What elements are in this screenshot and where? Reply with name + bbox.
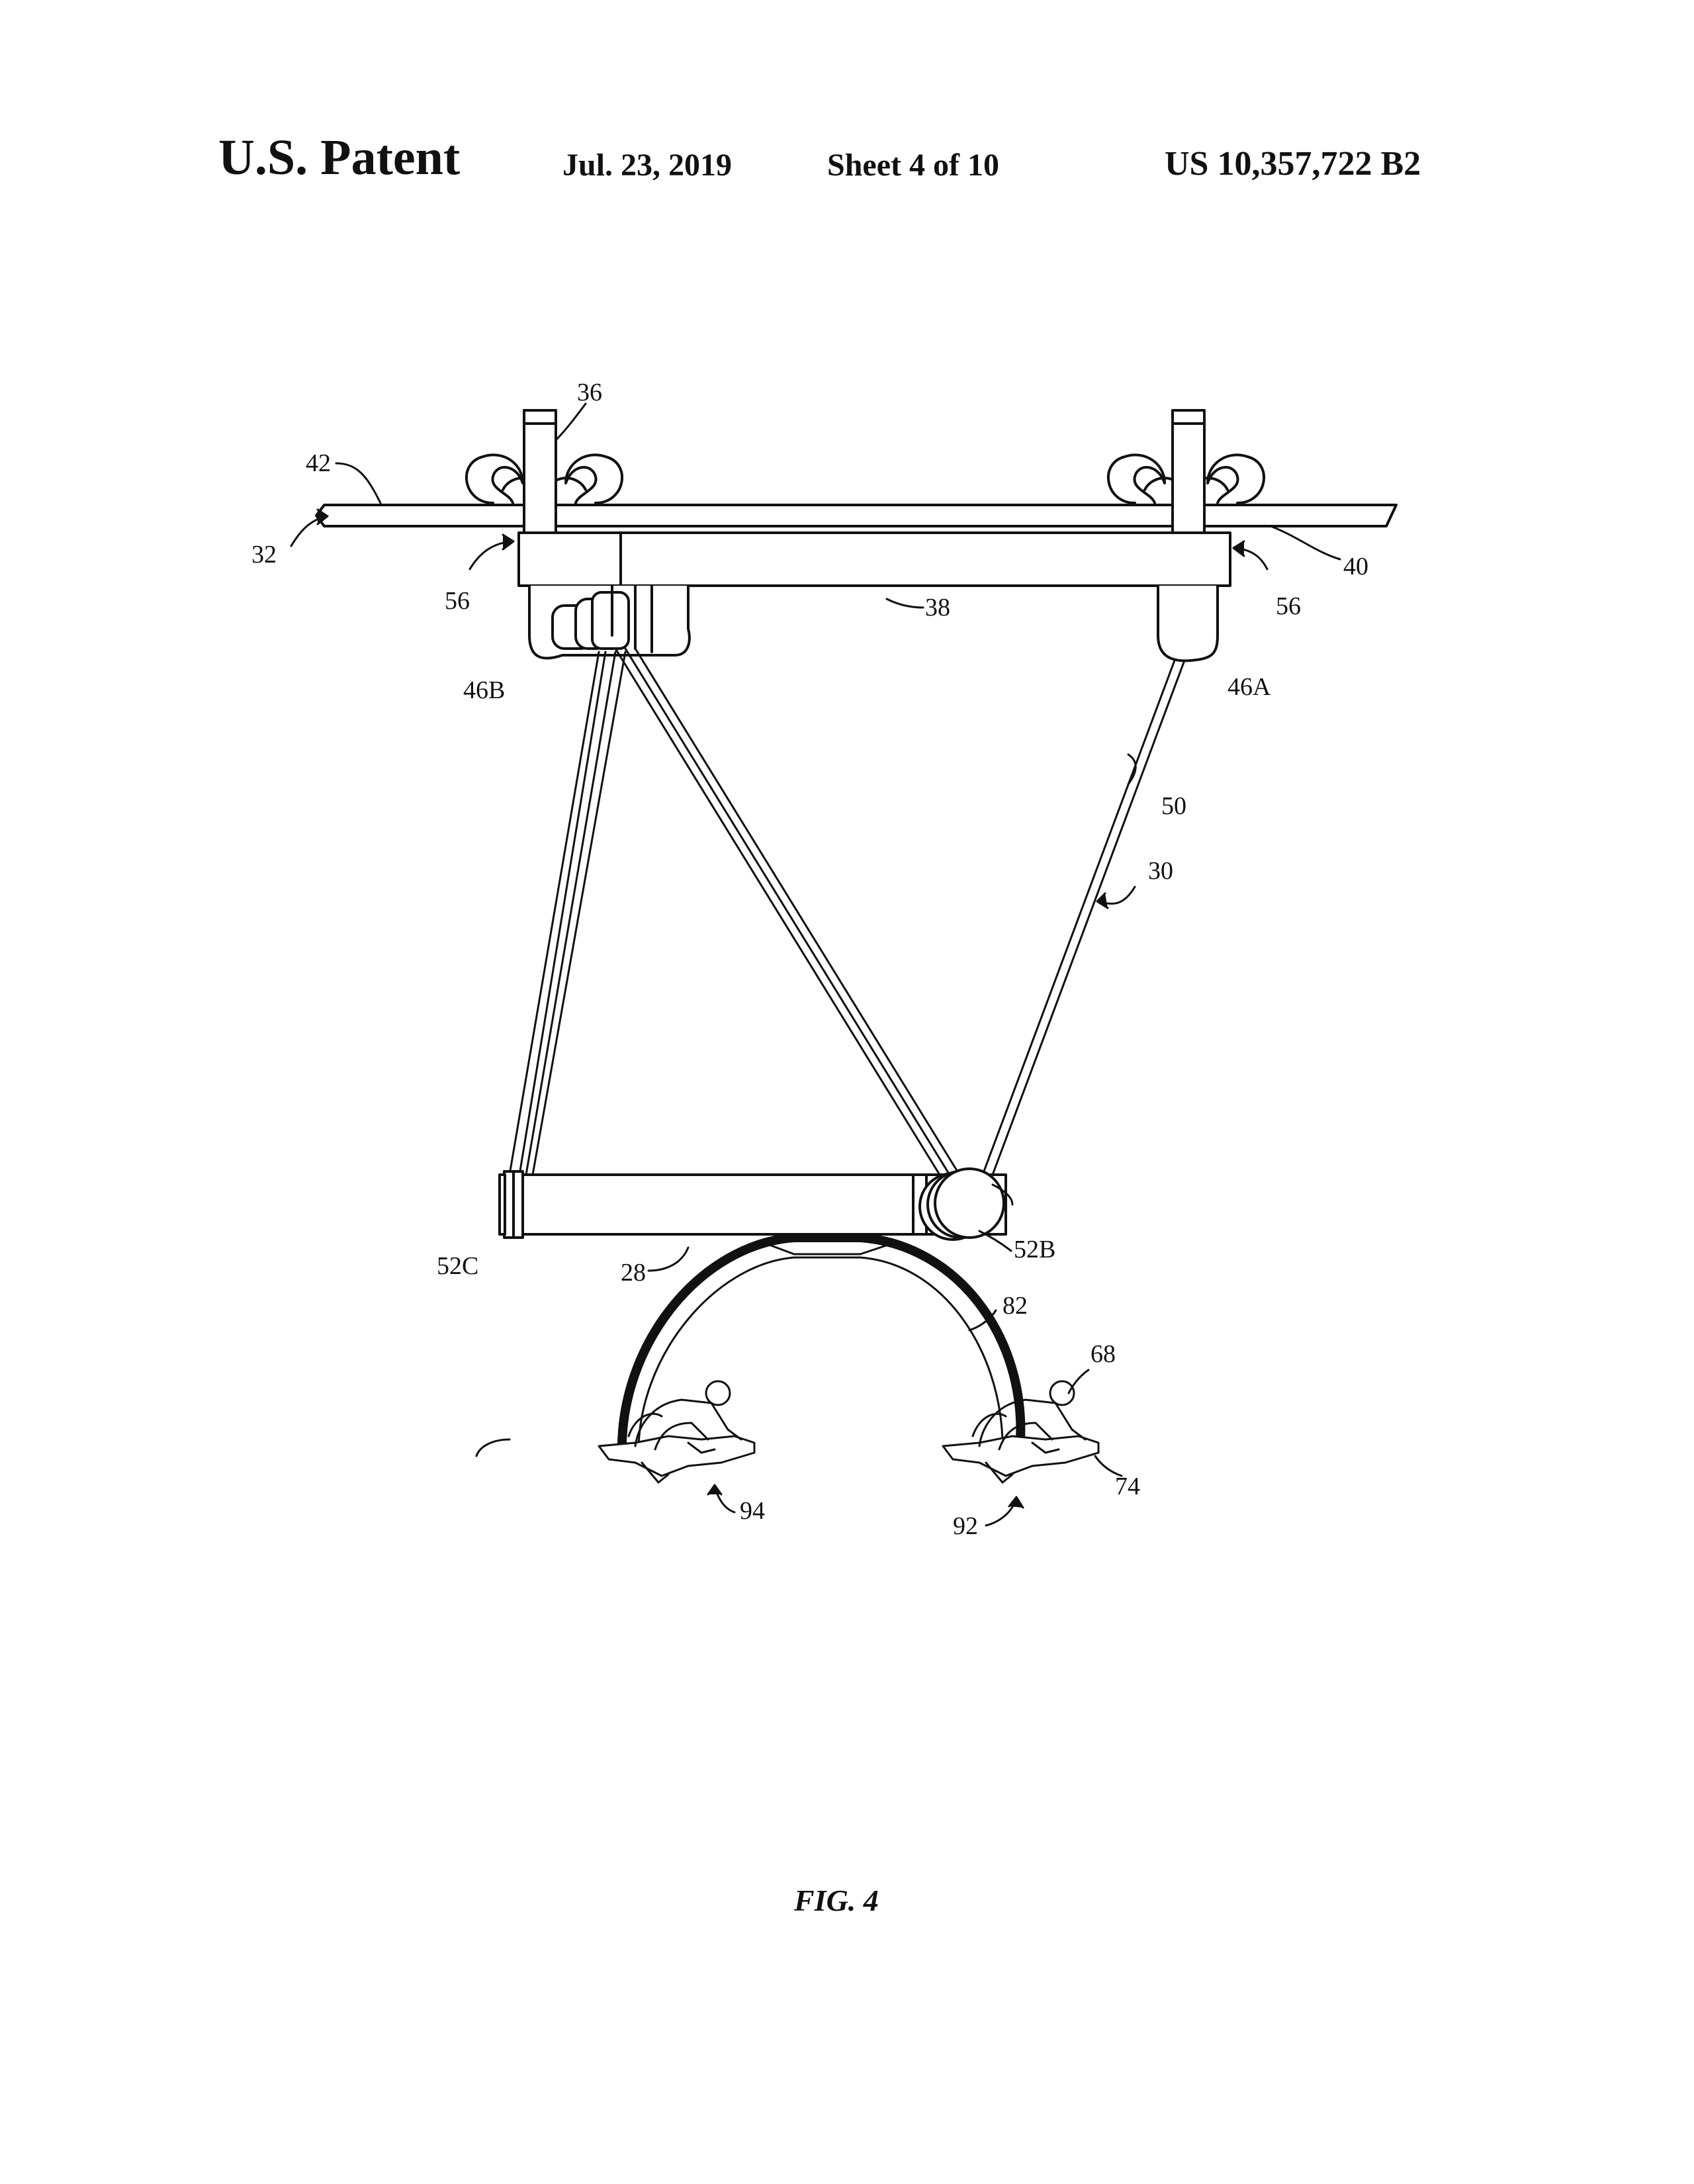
- header-sheet: Sheet 4 of 10: [827, 148, 999, 183]
- header-patent-number: US 10,357,722 B2: [1165, 145, 1421, 183]
- label-42: 42: [306, 449, 331, 477]
- figure-caption: FIG. 4: [794, 1884, 879, 1917]
- rider-seat-94: [598, 1380, 756, 1484]
- label-46A: 46A: [1227, 673, 1271, 701]
- header-title: U.S. Patent: [218, 130, 461, 185]
- label-36: 36: [577, 379, 602, 406]
- header-date: Jul. 23, 2019: [562, 148, 733, 183]
- winch-46B: [528, 584, 691, 660]
- label-40: 40: [1343, 553, 1368, 580]
- label-28: 28: [621, 1259, 646, 1287]
- trolley-posts: [523, 409, 1206, 534]
- arrows: [290, 508, 1269, 1527]
- label-32: 32: [251, 541, 277, 569]
- reference-numerals: 36 42 32 40 56 56 38 46B 46A 50 30 52C 2…: [251, 379, 1368, 1540]
- cross-beam: [517, 531, 1231, 587]
- label-46B: 46B: [463, 676, 505, 704]
- label-74: 74: [1115, 1473, 1140, 1500]
- leader-lines: [335, 402, 1341, 1477]
- label-38: 38: [925, 594, 950, 621]
- label-56-left: 56: [445, 587, 470, 615]
- label-52C: 52C: [437, 1252, 478, 1280]
- label-94: 94: [740, 1497, 765, 1525]
- label-68: 68: [1091, 1340, 1116, 1368]
- label-92: 92: [953, 1512, 978, 1540]
- label-30: 30: [1148, 857, 1173, 885]
- rider-seat-92: [942, 1380, 1100, 1484]
- hoist-46A: [1157, 584, 1219, 662]
- label-52B: 52B: [1014, 1236, 1055, 1263]
- label-82: 82: [1003, 1292, 1028, 1320]
- left-trolley-wheels: [465, 453, 623, 504]
- track-rail: [315, 504, 1398, 527]
- cables: [508, 647, 1186, 1176]
- ride-arch: [617, 1233, 1026, 1461]
- pulley-52B: [918, 1167, 1005, 1241]
- label-50: 50: [1161, 792, 1186, 820]
- label-56-right: 56: [1276, 592, 1301, 620]
